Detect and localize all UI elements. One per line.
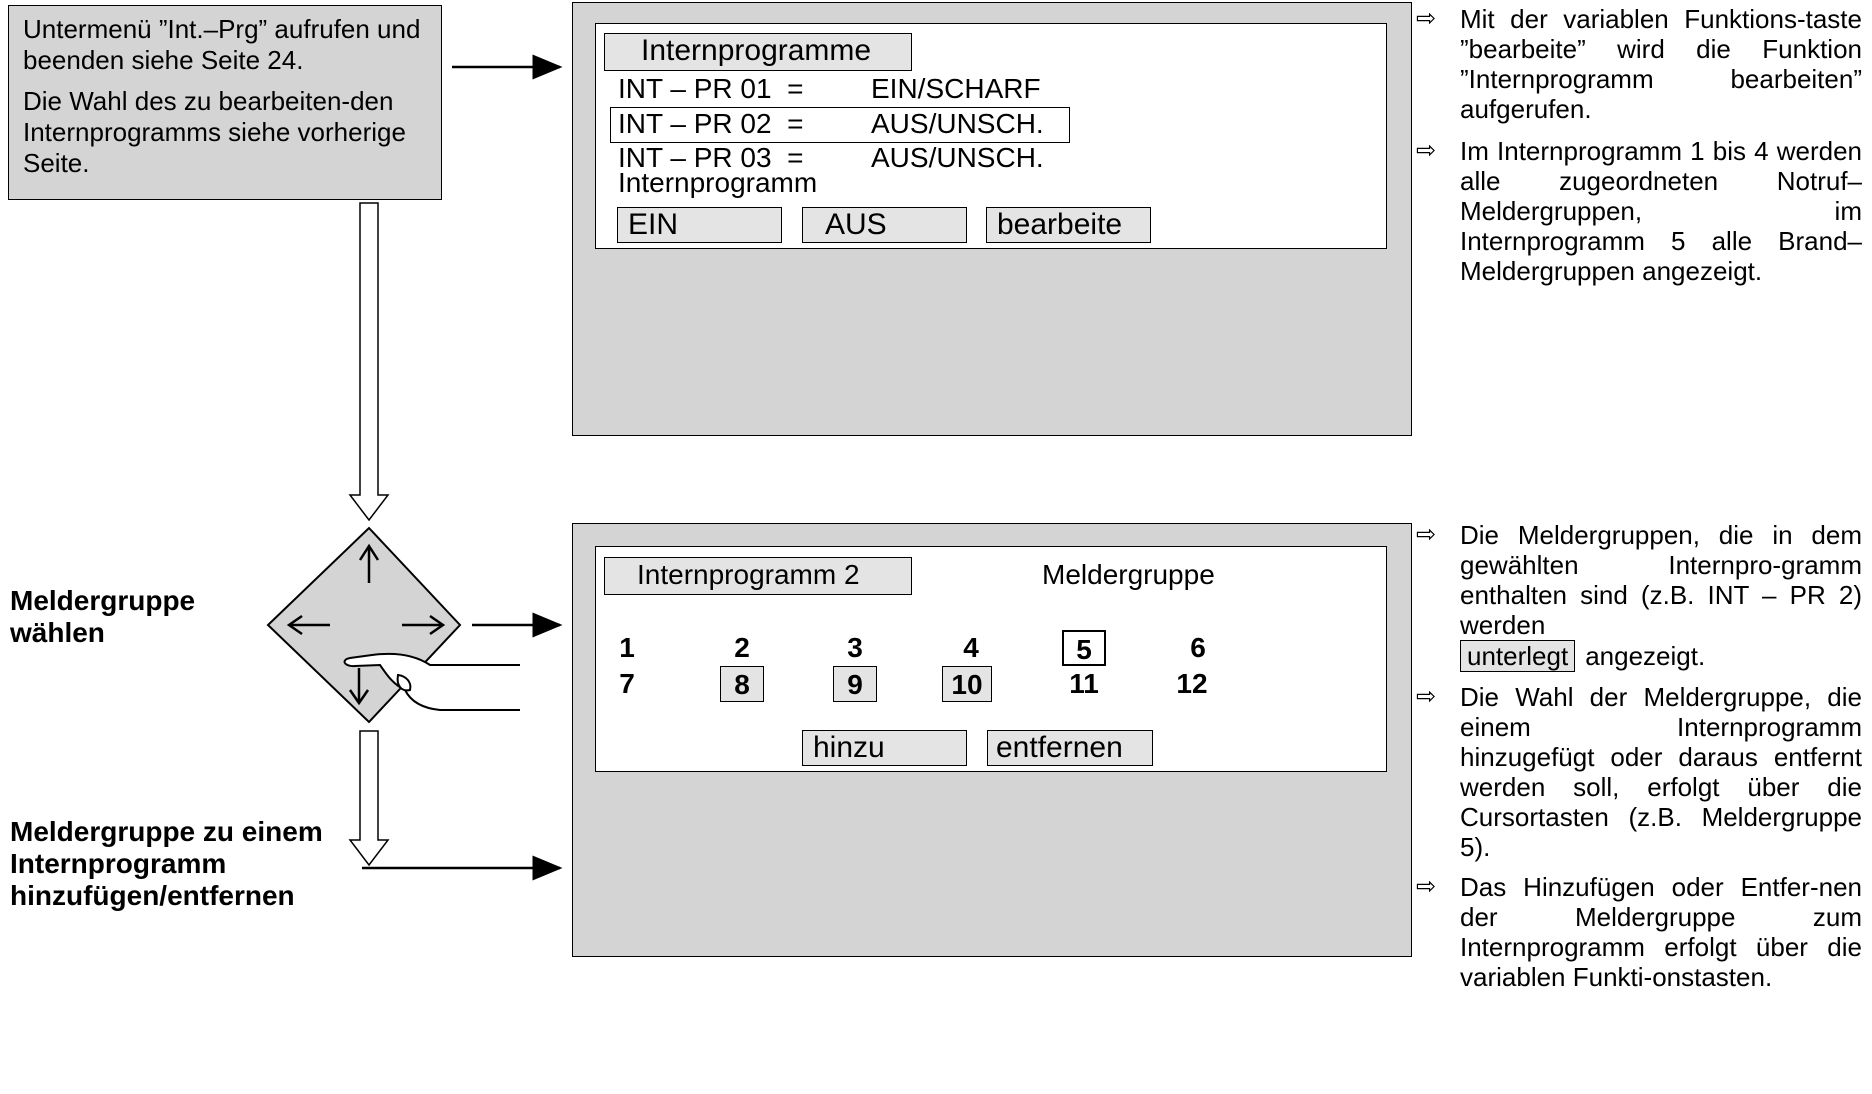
info-box: Untermenü ”Int.–Prg” aufrufen und beende… <box>8 5 442 200</box>
group-10-highlighted[interactable]: 10 <box>942 666 992 702</box>
softkey-hinzu[interactable]: hinzu <box>802 730 967 766</box>
group-4[interactable]: 4 <box>949 630 993 666</box>
hollow-down-arrow <box>350 203 388 520</box>
note-text: Im Internprogramm 1 bis 4 werden alle zu… <box>1460 136 1862 286</box>
label-add-remove-group: Meldergruppe zu einem Internprogramm hin… <box>10 816 370 912</box>
lcd-subtitle-meldergruppe: Meldergruppe <box>1042 560 1215 590</box>
group-1[interactable]: 1 <box>605 630 649 666</box>
program-row-1-state: EIN/SCHARF <box>871 74 1041 104</box>
notes-top: ⇨ Mit der variablen Funktions-taste ”bea… <box>1416 4 1862 286</box>
hollow-right-arrow-icon: ⇨ <box>1416 682 1436 712</box>
note-function-keys: ⇨ Das Hinzufügen oder Entfer-nen der Mel… <box>1416 872 1862 992</box>
info-text-selection: Die Wahl des zu bearbeiten-den Internpro… <box>23 86 427 179</box>
note-cursor-keys: ⇨ Die Wahl der Meldergruppe, die einem I… <box>1416 682 1862 862</box>
softkey-entfernen[interactable]: entfernen <box>987 730 1153 766</box>
notes-bottom: ⇨ Die Meldergruppen, die in dem gewählte… <box>1416 520 1862 992</box>
softkey-ein[interactable]: EIN <box>617 207 782 243</box>
group-6[interactable]: 6 <box>1176 630 1220 666</box>
label-select-group: Meldergruppe wählen <box>10 585 230 649</box>
note-internprogramm-groups: ⇨ Im Internprogramm 1 bis 4 werden alle … <box>1416 136 1862 286</box>
note-bearbeite: ⇨ Mit der variablen Funktions-taste ”bea… <box>1416 4 1862 124</box>
hollow-right-arrow-icon: ⇨ <box>1416 4 1436 34</box>
program-row-2-state: AUS/UNSCH. <box>871 109 1044 139</box>
note-highlighted-groups: ⇨ Die Meldergruppen, die in dem gewählte… <box>1416 520 1862 672</box>
hollow-right-arrow-icon: ⇨ <box>1416 520 1436 550</box>
note-text: Die Meldergruppen, die in dem gewählten … <box>1460 520 1862 640</box>
info-text-menu: Untermenü ”Int.–Prg” aufrufen und beende… <box>23 14 427 76</box>
group-8-highlighted[interactable]: 8 <box>720 666 764 702</box>
group-12[interactable]: 12 <box>1170 666 1214 702</box>
group-5-cursor[interactable]: 5 <box>1062 630 1106 666</box>
note-text: angezeigt. <box>1585 641 1705 671</box>
note-text: Das Hinzufügen oder Entfer-nen der Melde… <box>1460 872 1862 992</box>
hollow-right-arrow-icon: ⇨ <box>1416 872 1436 902</box>
note-text: Die Wahl der Meldergruppe, die einem Int… <box>1460 682 1862 862</box>
group-9-highlighted[interactable]: 9 <box>833 666 877 702</box>
hollow-right-arrow-icon: ⇨ <box>1416 136 1436 166</box>
group-11[interactable]: 11 <box>1062 666 1106 702</box>
group-2[interactable]: 2 <box>720 630 764 666</box>
program-row-3-state: AUS/UNSCH. <box>871 143 1044 173</box>
note-text: Mit der variablen Funktions-taste ”bearb… <box>1460 4 1862 124</box>
group-3[interactable]: 3 <box>833 630 877 666</box>
lcd-footer-label: Internprogramm <box>618 168 817 198</box>
program-row-2-label: INT – PR 02 = <box>618 109 803 139</box>
program-row-1-label: INT – PR 01 = <box>618 74 803 104</box>
lcd-title: Internprogramme <box>604 33 912 71</box>
highlight-sample: unterlegt <box>1460 640 1575 672</box>
softkey-bearbeite[interactable]: bearbeite <box>986 207 1151 243</box>
softkey-aus[interactable]: AUS <box>802 207 967 243</box>
group-7[interactable]: 7 <box>605 666 649 702</box>
lcd-title-2: Internprogramm 2 <box>604 557 912 595</box>
